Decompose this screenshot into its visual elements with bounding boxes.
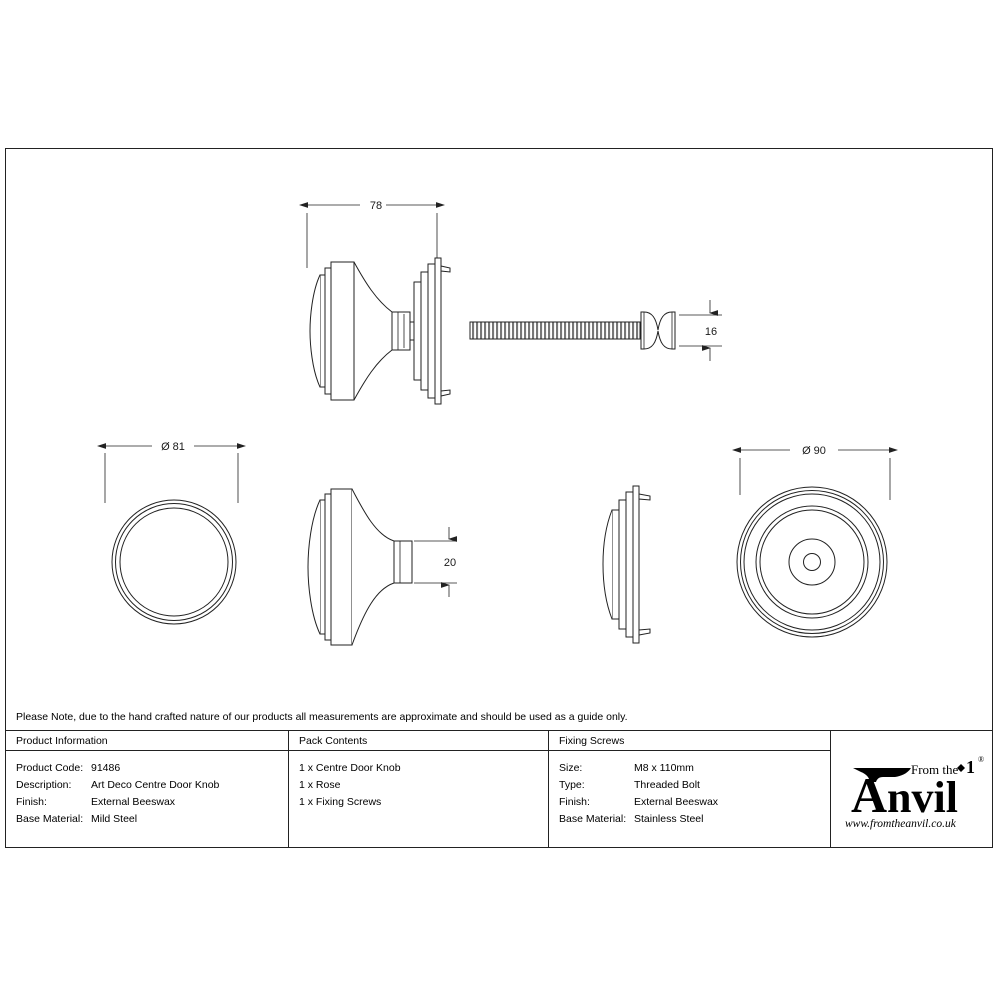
- table-column-logo: A nvil From the 1 ® www.fromtheanvil.co.…: [831, 731, 992, 847]
- table-row: Size: M8 x 110mm: [559, 760, 830, 777]
- row-value: Art Deco Centre Door Knob: [91, 779, 220, 791]
- row-key: Finish:: [16, 796, 47, 808]
- column-header-pack-contents: Pack Contents: [289, 731, 548, 751]
- logo-registered-mark: ®: [978, 755, 984, 764]
- column-header-product-information: Product Information: [6, 731, 288, 751]
- row-value: Mild Steel: [91, 813, 138, 825]
- row-key: Description:: [16, 779, 72, 791]
- product-info-table: Product Information Product Code: 91486 …: [5, 731, 993, 848]
- table-row: Type: Threaded Bolt: [559, 777, 830, 794]
- row-value: Threaded Bolt: [634, 779, 700, 791]
- table-row: Finish: External Beeswax: [16, 794, 288, 811]
- svg-text:1: 1: [966, 757, 975, 777]
- row-key: Finish:: [559, 796, 590, 808]
- table-column-product-information: Product Information Product Code: 91486 …: [6, 731, 289, 847]
- anvil-logo-icon: A nvil From the 1 ® www.fromtheanvil.co.…: [845, 755, 984, 830]
- row-key: Base Material:: [16, 813, 84, 825]
- column-body-fixing-screws: Size: M8 x 110mm Type: Threaded Bolt Fin…: [549, 751, 830, 828]
- list-item: 1 x Centre Door Knob: [299, 762, 401, 774]
- measurement-note: Please Note, due to the hand crafted nat…: [5, 703, 993, 731]
- list-item: 1 x Rose: [299, 779, 341, 791]
- row-key: Size:: [559, 762, 583, 774]
- row-value: External Beeswax: [634, 796, 719, 808]
- table-row: Base Material: Mild Steel: [16, 811, 288, 828]
- row-key: Base Material:: [559, 813, 627, 825]
- table-row: Finish: External Beeswax: [559, 794, 830, 811]
- row-value: Stainless Steel: [634, 813, 704, 825]
- row-key: Type:: [559, 779, 585, 791]
- table-row: Base Material: Stainless Steel: [559, 811, 830, 828]
- row-value: M8 x 110mm: [634, 762, 694, 774]
- column-header-label: Product Information: [16, 734, 108, 747]
- list-item: 1 x Fixing Screws: [299, 796, 382, 808]
- svg-text:nvil: nvil: [887, 773, 958, 822]
- logo-url: www.fromtheanvil.co.uk: [845, 818, 957, 830]
- table-column-fixing-screws: Fixing Screws Size: M8 x 110mm Type: Thr…: [549, 731, 831, 847]
- column-body-product-information: Product Code: 91486 Description: Art Dec…: [6, 751, 288, 828]
- logo-from-the: From the: [911, 762, 959, 777]
- svg-text:A: A: [851, 767, 887, 823]
- column-body-pack-contents: 1 x Centre Door Knob 1 x Rose 1 x Fixing…: [289, 751, 548, 811]
- column-header-label: Pack Contents: [299, 734, 368, 747]
- column-header-label: Fixing Screws: [559, 734, 625, 747]
- measurement-note-text: Please Note, due to the hand crafted nat…: [16, 710, 628, 723]
- row-value: 91486: [91, 762, 121, 774]
- table-row: Product Code: 91486: [16, 760, 288, 777]
- row-key: Product Code:: [16, 762, 84, 774]
- table-column-pack-contents: Pack Contents 1 x Centre Door Knob 1 x R…: [289, 731, 549, 847]
- row-value: External Beeswax: [91, 796, 176, 808]
- column-header-fixing-screws: Fixing Screws: [549, 731, 830, 751]
- table-row: Description: Art Deco Centre Door Knob: [16, 777, 288, 794]
- brand-logo: A nvil From the 1 ® www.fromtheanvil.co.…: [837, 746, 987, 832]
